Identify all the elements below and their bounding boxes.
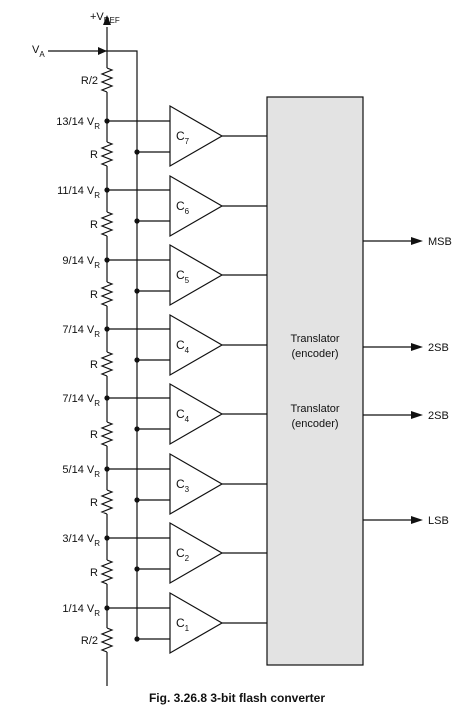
resistor <box>100 559 114 585</box>
comparator-c2 <box>169 521 224 585</box>
resistor-label: R <box>90 429 98 441</box>
resistor-label: R/2 <box>81 75 98 87</box>
resistor-label: R <box>90 567 98 579</box>
tap-label: 13/14 VR <box>56 116 100 131</box>
output-lines: MSB 2SB 2SB LSB <box>363 236 452 527</box>
tap-label: 9/14 VR <box>62 255 100 270</box>
resistor <box>100 489 114 515</box>
resistor-label: R <box>90 149 98 161</box>
output-arrow <box>411 516 423 524</box>
comparator-c3 <box>169 452 224 516</box>
comparator-c7 <box>169 104 224 168</box>
output-arrow <box>411 237 423 245</box>
resistor <box>100 421 114 447</box>
va-label: VA <box>32 44 45 59</box>
resistor <box>100 211 114 237</box>
encoder-sublabel-1: (encoder) <box>291 348 338 360</box>
comparator-label: C4 <box>176 407 190 424</box>
tap-label: 5/14 VR <box>62 464 100 479</box>
encoder-label-2: Translator <box>290 403 339 415</box>
comparator-label: C5 <box>176 268 190 285</box>
comparator-c4 <box>169 382 224 446</box>
comparator-label: C7 <box>176 129 190 146</box>
figure-caption: Fig. 3.26.8 3-bit flash converter <box>149 691 325 705</box>
comparator-label: C3 <box>176 477 190 494</box>
resistor <box>100 67 114 93</box>
comparator-c5 <box>169 243 224 307</box>
vref-label: +VREF <box>90 11 120 25</box>
comparator-label: C6 <box>176 199 190 216</box>
comparator-label: C4 <box>176 338 190 355</box>
tap-label: 1/14 VR <box>62 603 100 618</box>
resistor <box>100 281 114 307</box>
output-arrow <box>411 343 423 351</box>
resistor <box>100 627 114 653</box>
resistor-label: R <box>90 289 98 301</box>
encoder-sublabel-2: (encoder) <box>291 418 338 430</box>
resistor <box>100 351 114 377</box>
output-arrow <box>411 411 423 419</box>
output-label: 2SB <box>428 342 449 354</box>
comparator-label: C1 <box>176 616 190 633</box>
circuit-wires: 13/14 VR 11/14 VR 9/14 VR 7/14 VR 7/14 VR 5/1… <box>48 15 267 686</box>
resistor-label: R <box>90 219 98 231</box>
comparator-c6 <box>169 174 224 238</box>
vref-arrow <box>103 15 111 25</box>
comparator-c1 <box>169 591 224 655</box>
encoder-block <box>266 96 364 666</box>
comparator-c4 <box>169 313 224 377</box>
resistor-label: R <box>90 497 98 509</box>
resistor <box>100 141 114 167</box>
output-label: MSB <box>428 236 452 248</box>
resistor-label: R <box>90 359 98 371</box>
output-label: LSB <box>428 515 449 527</box>
va-bus-wire <box>48 50 138 638</box>
tap-label: 7/14 VR <box>62 324 100 339</box>
tap-label: 7/14 VR <box>62 393 100 408</box>
comparator-label: C2 <box>176 546 190 563</box>
tap-label: 11/14 VR <box>57 185 100 200</box>
va-arrow <box>98 47 107 55</box>
resistor-label: R/2 <box>81 635 98 647</box>
tap-label: 3/14 VR <box>62 533 100 548</box>
output-label: 2SB <box>428 410 449 422</box>
encoder-label-1: Translator <box>290 333 339 345</box>
